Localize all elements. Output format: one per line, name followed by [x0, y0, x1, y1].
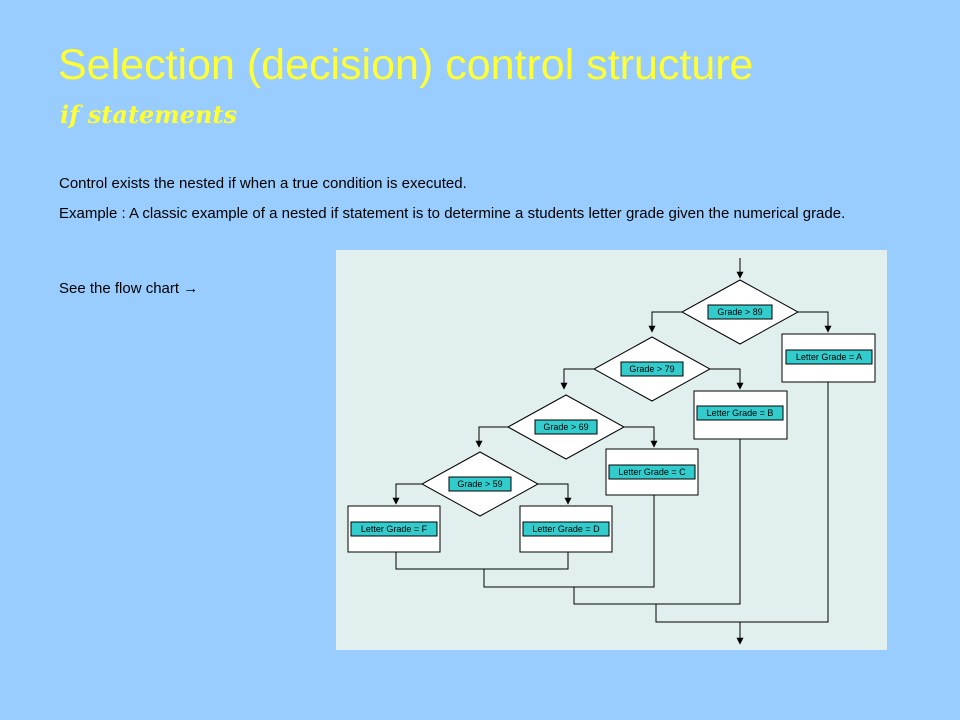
paragraph-example: Example : A classic example of a nested …	[59, 205, 846, 222]
outcome-label: Letter Grade = A	[796, 352, 862, 362]
outcome-grade-f: Letter Grade = F	[347, 505, 441, 553]
paragraph-see-flowchart: See the flow chart →	[59, 279, 198, 299]
outcome-grade-a: Letter Grade = A	[781, 333, 876, 383]
outcome-grade-d: Letter Grade = D	[519, 505, 613, 553]
right-arrow-icon: →	[183, 280, 199, 297]
slide-subtitle: if statements	[60, 100, 238, 129]
merge-f-d	[395, 552, 569, 570]
d3-false-branch	[475, 426, 508, 448]
merge-a	[655, 382, 829, 623]
d4-true-branch	[538, 483, 572, 505]
decision-grade-59: Grade > 59	[420, 451, 540, 517]
paragraph-control: Control exists the nested if when a true…	[59, 175, 467, 192]
d3-true-branch	[624, 426, 658, 448]
outcome-label: Letter Grade = D	[532, 524, 600, 534]
decision-label-box	[620, 361, 684, 377]
d2-false-branch	[560, 368, 594, 390]
decision-label-box	[707, 304, 773, 320]
flowchart-svg: Grade > 89 Grade > 79 Grade > 69 Grade >…	[347, 258, 876, 645]
merge-c	[483, 495, 655, 588]
decision-label: Grade > 59	[457, 479, 502, 489]
decision-grade-79: Grade > 79	[592, 336, 712, 402]
outcome-grade-c: Letter Grade = C	[605, 448, 699, 496]
see-flowchart-text: See the flow chart	[59, 280, 180, 297]
outcome-label-box	[785, 349, 873, 365]
outcome-label-box	[522, 521, 610, 537]
outcome-label: Letter Grade = B	[707, 408, 774, 418]
flowchart-connectors	[392, 258, 832, 645]
outcome-label-box	[696, 405, 784, 421]
decision-label: Grade > 69	[543, 422, 588, 432]
outcome-label: Letter Grade = F	[361, 524, 428, 534]
d1-false-branch	[648, 311, 682, 333]
d1-true-branch	[798, 311, 832, 333]
outcome-label: Letter Grade = C	[618, 467, 686, 477]
outcome-label-box	[350, 521, 438, 537]
outcome-label-box	[608, 464, 696, 480]
outcome-grade-b: Letter Grade = B	[693, 390, 788, 440]
slide-title: Selection (decision) control structure	[58, 41, 754, 89]
decision-grade-89: Grade > 89	[680, 279, 800, 345]
decision-label: Grade > 79	[629, 364, 674, 374]
d4-false-branch	[392, 483, 422, 505]
decision-grade-69: Grade > 69	[506, 394, 626, 460]
merge-b	[573, 439, 741, 605]
decision-label-box	[448, 476, 512, 492]
flowchart: Grade > 89 Grade > 79 Grade > 69 Grade >…	[336, 250, 887, 650]
d2-true-branch	[710, 368, 744, 390]
decision-label: Grade > 89	[717, 307, 762, 317]
decision-label-box	[534, 419, 598, 435]
